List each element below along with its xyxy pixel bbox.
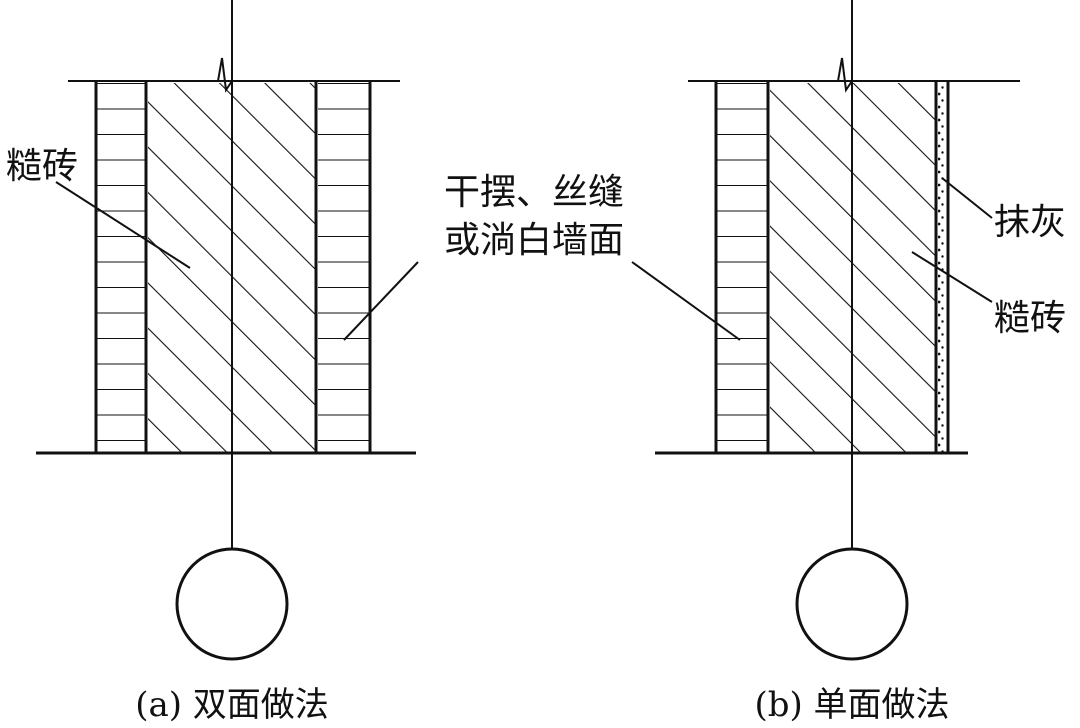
caption-b: (b) 单面做法 — [754, 685, 949, 725]
left-brick-facing-b — [714, 81, 770, 453]
leader-rough-brick-b — [911, 251, 993, 303]
figure-b-single-sided — [631, 0, 1020, 661]
label-rough-brick-b: 糙砖 — [994, 298, 1066, 339]
label-facing-line1: 干摆、丝缝 — [444, 172, 624, 213]
axis-line-a — [202, 0, 233, 548]
label-rough-brick-a: 糙砖 — [6, 146, 78, 187]
label-plaster-b: 抹灰 — [994, 202, 1066, 243]
figure-a-double-sided — [36, 0, 419, 661]
plaster-layer-b — [938, 81, 950, 453]
axis-bubble-a — [175, 547, 289, 661]
axis-line-b — [822, 0, 853, 548]
left-brick-facing-a — [94, 81, 148, 453]
leader-facing-b — [631, 261, 741, 341]
label-facing-line2: 或淌白墙面 — [444, 220, 624, 261]
leader-rough-brick-a — [55, 181, 191, 269]
axis-bubble-b — [795, 547, 909, 661]
leader-facing-a — [343, 261, 419, 341]
caption-a: (a) 双面做法 — [135, 685, 329, 725]
right-brick-facing-a — [318, 81, 372, 453]
leader-plaster-b — [941, 177, 993, 219]
